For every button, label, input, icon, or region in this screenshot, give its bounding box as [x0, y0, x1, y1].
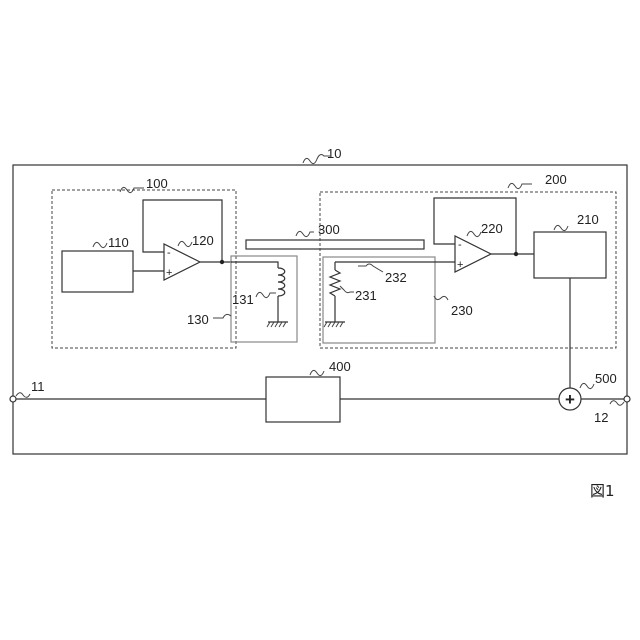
unit-b-label: 200	[545, 172, 567, 187]
figure-caption: 図1	[590, 482, 615, 500]
terminal-12	[624, 396, 630, 402]
coil-131-leader	[256, 292, 276, 297]
ground-230-hatch	[324, 322, 343, 327]
block-210-leader	[554, 225, 568, 230]
device-label: 10	[327, 146, 341, 161]
amp-220-leader	[467, 231, 481, 236]
adder-500-symbol: +	[565, 390, 575, 409]
opamp-120-minus: -	[167, 247, 171, 259]
wire-232-label: 232	[385, 270, 407, 285]
resistor-231	[330, 270, 340, 296]
block-110	[62, 251, 133, 292]
opamp-220-plus: +	[457, 259, 463, 271]
junction-120	[220, 260, 224, 264]
resistor-231-label: 231	[355, 288, 377, 303]
wire-232-leader	[358, 264, 383, 272]
amp-220-label: 220	[481, 221, 503, 236]
device-leader	[303, 155, 330, 164]
adder-500-leader	[580, 383, 594, 388]
circuit-230-leader	[434, 296, 448, 300]
terminal-11-label: 11	[31, 379, 45, 394]
opamp-120-plus: +	[166, 267, 172, 279]
adder-500-label: 500	[595, 371, 617, 386]
circuit-230-label: 230	[451, 303, 473, 318]
block-110-label: 110	[108, 235, 129, 250]
amp-120-label: 120	[192, 233, 214, 248]
block-110-leader	[93, 242, 107, 247]
circuit-130-label: 130	[187, 312, 209, 327]
terminal-12-leader	[610, 401, 624, 406]
resistor-231-leader	[340, 286, 354, 293]
bar-300	[246, 240, 424, 249]
coil-131-label: 131	[232, 292, 254, 307]
block-210	[534, 232, 606, 278]
amp-120-leader	[178, 241, 192, 246]
circuit-130-leader	[213, 314, 231, 318]
coil-131	[278, 268, 285, 296]
ground-130-hatch	[267, 322, 286, 327]
block-400-label: 400	[329, 359, 351, 374]
bar-300-label: 300	[318, 222, 340, 237]
terminal-12-label: 12	[594, 410, 608, 425]
block-400	[266, 377, 340, 422]
junction-220	[514, 252, 518, 256]
unit-a-label: 100	[146, 176, 168, 191]
opamp-220-minus: -	[458, 239, 462, 251]
terminal-11-leader	[16, 393, 30, 398]
terminal-11	[10, 396, 16, 402]
bar-300-leader	[296, 231, 314, 236]
unit-b-leader	[508, 183, 532, 188]
block-210-label: 210	[577, 212, 599, 227]
circuit-130-wire	[231, 262, 278, 268]
block-400-leader	[310, 370, 324, 375]
